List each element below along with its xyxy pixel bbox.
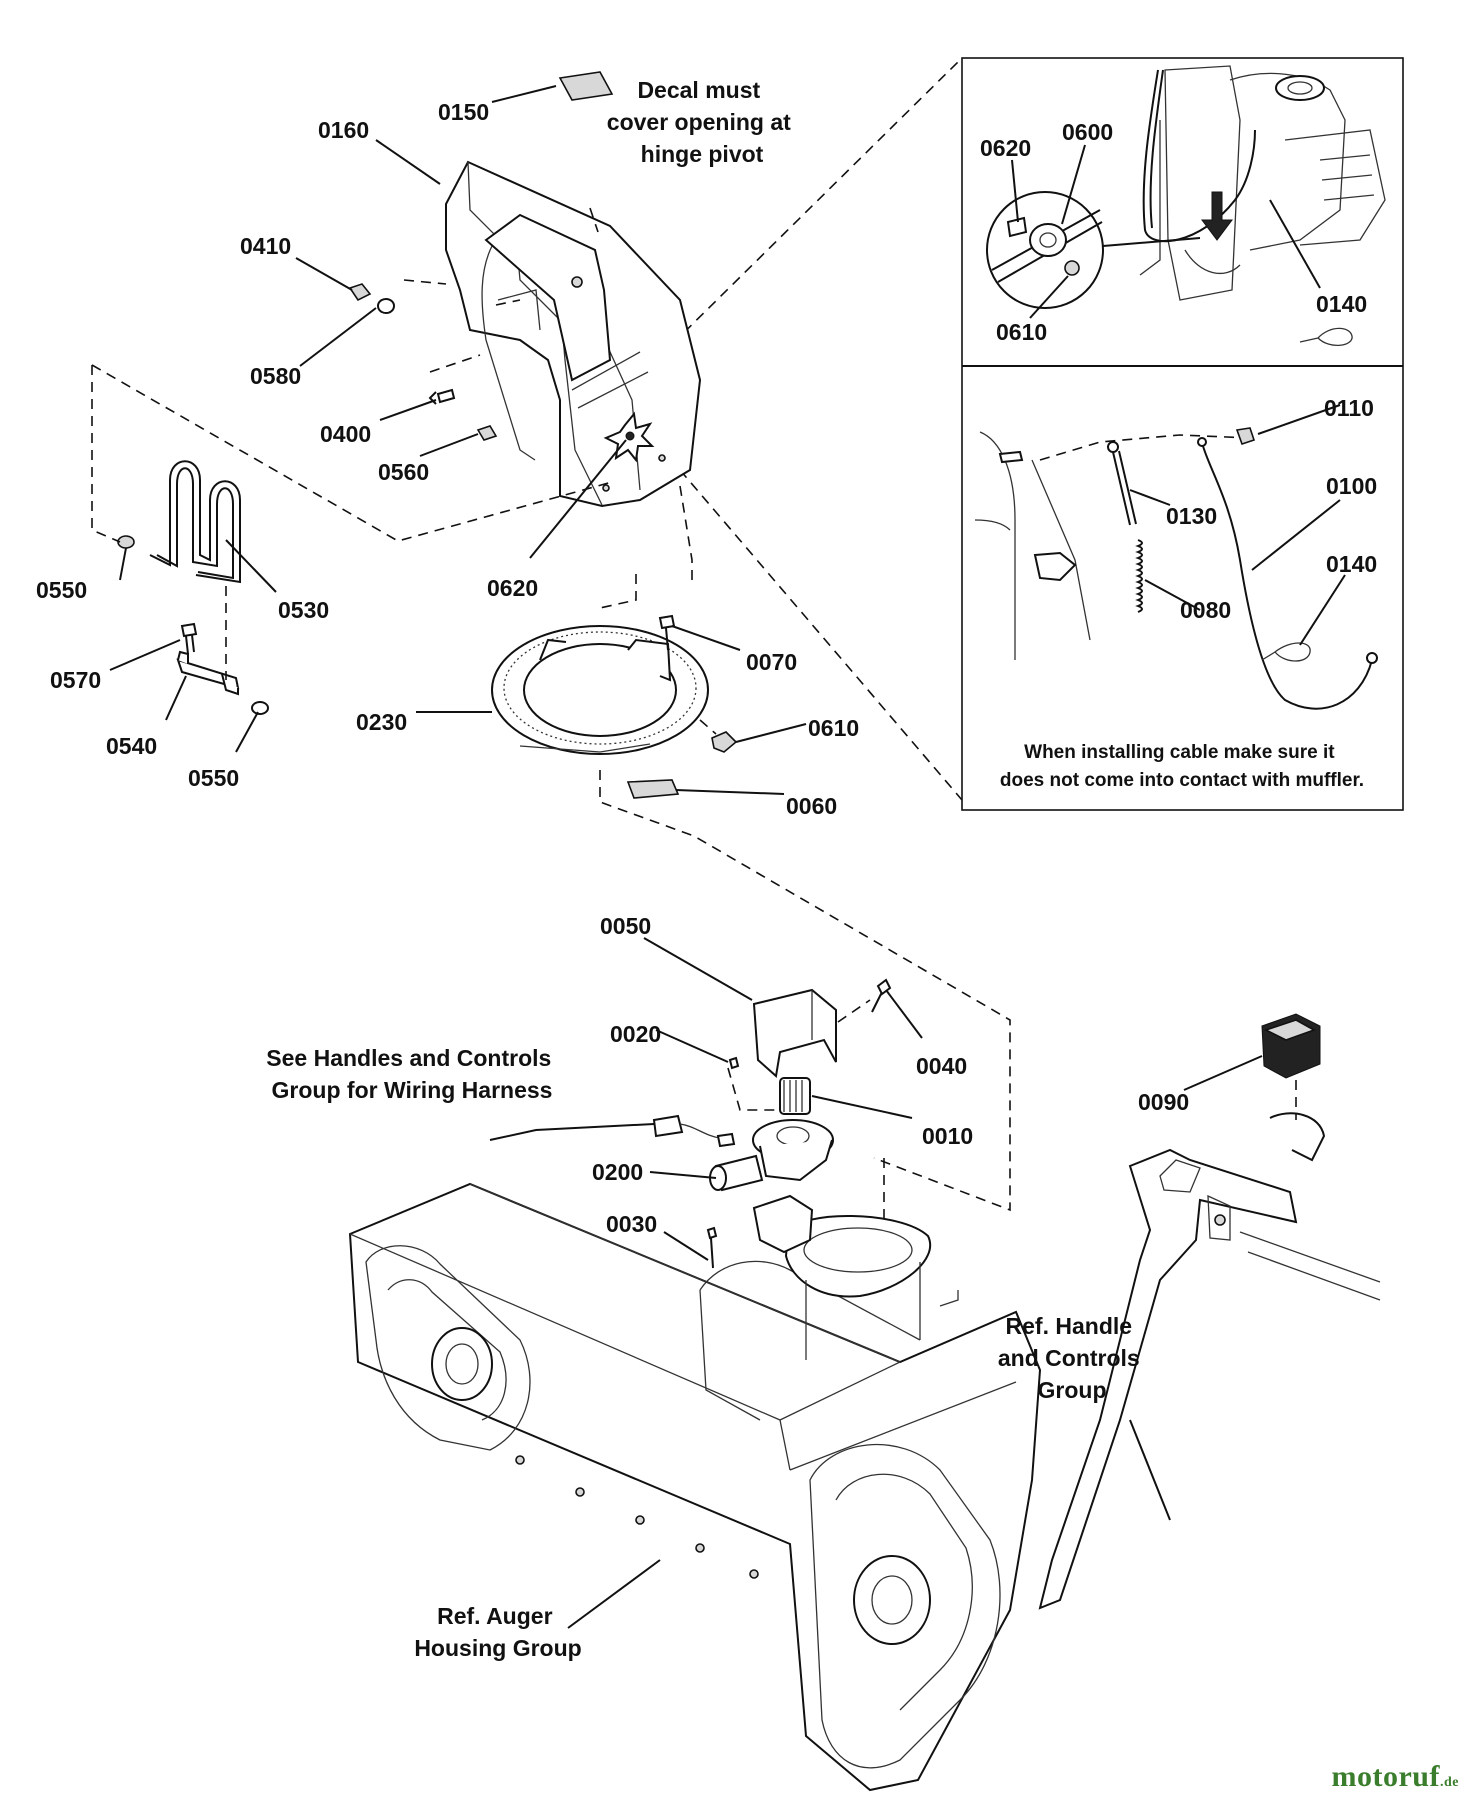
auger-ref-note: Ref. Auger Housing Group <box>414 1603 581 1661</box>
ring-gear <box>491 574 1011 1212</box>
inset-label-0610: 0610 <box>996 319 1047 345</box>
handle-ref-note: Ref. Handle and Controls Group <box>998 1313 1146 1403</box>
part-label-0620: 0620 <box>487 575 538 601</box>
part-label-0010: 0010 <box>922 1123 973 1149</box>
chute-motor-assembly <box>652 978 892 1269</box>
discharge-chute <box>445 71 702 508</box>
part-label-0040: 0040 <box>916 1053 967 1079</box>
inset-top-engine-detail <box>986 65 1386 346</box>
auger-housing <box>348 1182 1042 1792</box>
inset-bottom-cable-detail <box>974 404 1378 710</box>
notes: Decal must cover opening at hinge pivot … <box>266 77 1364 1661</box>
dash-chute-left <box>91 364 613 542</box>
part-label-0580: 0580 <box>250 363 301 389</box>
part-label-0610: 0610 <box>808 715 859 741</box>
inset-label-0600: 0600 <box>1062 119 1113 145</box>
part-label-0530: 0530 <box>278 597 329 623</box>
cable-caption: When installing cable make sure it does … <box>1000 742 1364 791</box>
part-label-0200: 0200 <box>592 1159 643 1185</box>
part-number-labels: 0150 0160 0410 0580 0400 0560 0620 0550 … <box>36 99 1377 1237</box>
part-label-0150: 0150 <box>438 99 489 125</box>
part-label-0550: 0550 <box>36 577 87 603</box>
inset-label-0110: 0110 <box>1324 395 1374 421</box>
inset-label-0620: 0620 <box>980 135 1031 161</box>
decal-square <box>558 71 614 101</box>
part-label-0030: 0030 <box>606 1211 657 1237</box>
part-label-0160: 0160 <box>318 117 369 143</box>
part-label-0020: 0020 <box>610 1021 661 1047</box>
chute-hardware <box>348 283 498 441</box>
part-label-0570: 0570 <box>50 667 101 693</box>
part-label-0400: 0400 <box>320 421 371 447</box>
part-label-0560: 0560 <box>378 459 429 485</box>
handle-assembly <box>1038 1013 1381 1610</box>
inset-frame <box>961 57 1404 811</box>
part-label-0410: 0410 <box>240 233 291 259</box>
arrow-down-icon <box>1201 191 1233 241</box>
brand-tld: .de <box>1440 1775 1459 1790</box>
part-label-0050: 0050 <box>600 913 651 939</box>
part-label-0090: 0090 <box>1138 1089 1189 1115</box>
brand-watermark: motoruf.de <box>1332 1760 1459 1794</box>
inset-callout-line-top <box>647 57 963 369</box>
inset-label-0140-lower: 0140 <box>1326 551 1377 577</box>
inset-label-0130: 0130 <box>1166 503 1217 529</box>
brand-name: motoruf <box>1331 1760 1440 1793</box>
inset-panel <box>961 57 1404 811</box>
wiring-note: See Handles and Controls Group for Wirin… <box>266 1045 557 1103</box>
inset-label-0100: 0100 <box>1326 473 1377 499</box>
dash-ring-to-housing <box>599 770 1011 1212</box>
part-label-0230: 0230 <box>356 709 407 735</box>
leader-lines <box>109 85 1263 1629</box>
deflector-rod-assembly <box>91 365 269 715</box>
inset-callout-line-bottom <box>679 469 963 801</box>
part-label-0070: 0070 <box>746 649 797 675</box>
inset-label-0080: 0080 <box>1180 597 1231 623</box>
inset-label-0140: 0140 <box>1316 291 1367 317</box>
decal-note: Decal must cover opening at hinge pivot <box>607 77 797 167</box>
part-label-0550-lower: 0550 <box>188 765 239 791</box>
part-label-0060: 0060 <box>786 793 837 819</box>
part-label-0540: 0540 <box>106 733 157 759</box>
